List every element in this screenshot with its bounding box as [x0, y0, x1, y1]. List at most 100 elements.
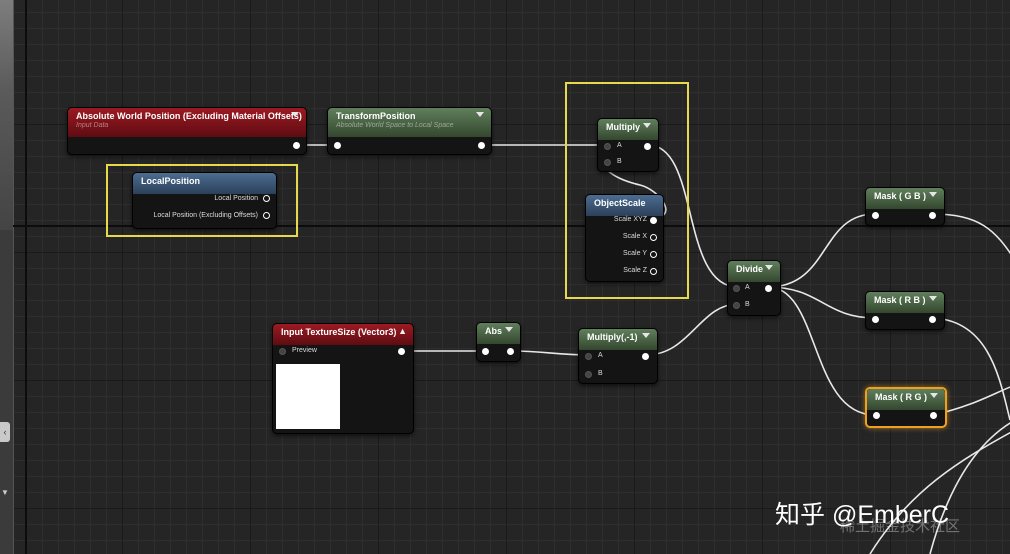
output-pin[interactable] — [293, 142, 300, 149]
panel-blur-area — [0, 0, 13, 230]
input-pin-a[interactable] — [585, 353, 592, 360]
input-pin-b[interactable] — [585, 371, 592, 378]
node-mask-rb[interactable]: Mask ( R B ) — [865, 291, 945, 330]
node-transform-position[interactable]: TransformPosition Absolute World Space t… — [327, 107, 492, 155]
output-pin[interactable] — [478, 142, 485, 149]
node-header: Mask ( R B ) — [866, 292, 944, 313]
left-details-panel: ‹ ▼ — [0, 0, 14, 554]
collapse-arrow-icon[interactable] — [642, 333, 650, 338]
node-header: Multiply(,-1) — [579, 329, 657, 350]
node-title: LocalPosition — [141, 176, 201, 186]
input-pin-b[interactable] — [604, 159, 611, 166]
output-pin[interactable] — [263, 212, 270, 219]
output-pin[interactable] — [929, 212, 936, 219]
panel-collapse-icon[interactable]: ‹ — [0, 422, 10, 442]
output-pin[interactable] — [507, 348, 514, 355]
collapse-arrow-icon[interactable] — [643, 123, 651, 128]
color-preview-swatch — [276, 364, 340, 429]
input-pin-a[interactable] — [733, 285, 740, 292]
collapse-arrow-icon[interactable] — [929, 296, 937, 301]
input-label-a: A — [598, 352, 603, 359]
output-label-local-position-excl: Local Position (Excluding Offsets) — [153, 212, 258, 219]
node-input-texture-size[interactable]: Input TextureSize (Vector3) ▲ Preview — [272, 323, 414, 434]
wire-mask-rb-out — [931, 317, 1010, 421]
wire-divide-to-mask-rb — [767, 286, 876, 319]
comment-frame-local-position[interactable] — [106, 164, 298, 237]
collapse-arrow-icon[interactable] — [476, 112, 484, 117]
wire-offscreen-b — [869, 431, 1010, 554]
input-pin[interactable] — [334, 142, 341, 149]
input-label-b: B — [745, 301, 750, 308]
output-pin[interactable] — [930, 412, 937, 419]
collapse-arrow-icon[interactable] — [929, 192, 937, 197]
wire-multiplyneg-to-divide-b — [645, 303, 739, 356]
watermark: 知乎 @EmberC — [775, 501, 950, 529]
node-divide[interactable]: Divide A B — [727, 260, 781, 316]
collapse-arrow-icon[interactable] — [505, 327, 513, 332]
output-label-scale-y: Scale Y — [623, 250, 647, 257]
node-header: Input TextureSize (Vector3) ▲ — [273, 324, 413, 345]
node-title: Mask ( R G ) — [875, 392, 928, 402]
comment-frame-multiply-scale[interactable] — [565, 82, 689, 299]
output-pin[interactable] — [644, 143, 651, 150]
node-title: Input TextureSize (Vector3) — [281, 327, 397, 337]
output-pin[interactable] — [642, 353, 649, 360]
input-label-a: A — [745, 284, 750, 291]
node-abs[interactable]: Abs — [476, 322, 521, 362]
graph-origin-x-axis — [13, 225, 1010, 227]
node-header: Divide — [728, 261, 780, 282]
output-pin[interactable] — [650, 234, 657, 241]
input-label-b: B — [598, 370, 603, 377]
wire-divide-to-mask-gb — [767, 213, 876, 288]
node-title: ObjectScale — [594, 198, 646, 208]
node-object-scale[interactable]: ObjectScale Scale XYZ Scale X Scale Y Sc… — [585, 194, 664, 282]
input-pin[interactable] — [872, 212, 879, 219]
output-pin[interactable] — [650, 217, 657, 224]
collapse-arrow-icon[interactable] — [930, 393, 938, 398]
input-label-a: A — [617, 142, 622, 149]
input-pin[interactable] — [872, 316, 879, 323]
node-title: Multiply(,-1) — [587, 332, 638, 342]
node-header: TransformPosition Absolute World Space t… — [328, 108, 491, 137]
node-subtitle: Absolute World Space to Local Space — [336, 122, 454, 129]
node-multiply-neg[interactable]: Multiply(,-1) A B — [578, 328, 658, 384]
input-pin-a[interactable] — [604, 143, 611, 150]
wire-divide-to-mask-rg — [767, 286, 876, 416]
output-pin[interactable] — [929, 316, 936, 323]
watermark-subtext: 稀土掘金技术社区 — [840, 518, 961, 535]
output-pin[interactable] — [398, 348, 405, 355]
output-label-scale-xyz: Scale XYZ — [613, 216, 647, 223]
output-pin[interactable] — [650, 268, 657, 275]
node-local-position[interactable]: LocalPosition Local Position Local Posit… — [132, 172, 277, 229]
node-absolute-world-position[interactable]: Absolute World Position (Excluding Mater… — [67, 107, 307, 155]
output-label-scale-x: Scale X — [622, 233, 647, 240]
input-pin-b[interactable] — [733, 302, 740, 309]
preview-toggle-pin[interactable] — [279, 348, 286, 355]
node-mask-gb[interactable]: Mask ( G B ) — [865, 187, 945, 226]
node-title: Abs — [485, 326, 503, 336]
input-pin[interactable] — [873, 412, 880, 419]
output-pin[interactable] — [650, 251, 657, 258]
expand-arrow-icon[interactable]: ▲ — [398, 326, 407, 336]
panel-dropdown-icon[interactable]: ▼ — [1, 488, 9, 497]
output-label-scale-z: Scale Z — [623, 267, 647, 274]
node-title: Mask ( G B ) — [874, 191, 927, 201]
node-mask-rg[interactable]: Mask ( R G ) — [865, 387, 947, 428]
collapse-arrow-icon[interactable] — [765, 265, 773, 270]
preview-label: Preview — [292, 347, 317, 354]
output-pin[interactable] — [765, 285, 772, 292]
wire-offscreen-a — [929, 422, 1010, 554]
graph-origin-y-axis — [25, 0, 27, 554]
output-pin[interactable] — [263, 195, 270, 202]
node-header: ObjectScale — [586, 195, 663, 216]
node-header: Multiply — [598, 119, 658, 140]
node-multiply[interactable]: Multiply A B — [597, 118, 659, 172]
node-header: Absolute World Position (Excluding Mater… — [68, 108, 306, 137]
output-label-local-position: Local Position — [214, 195, 258, 202]
node-subtitle: Input Data — [76, 122, 109, 129]
collapse-arrow-icon[interactable] — [291, 112, 299, 117]
node-title: TransformPosition — [336, 111, 416, 121]
input-pin[interactable] — [482, 348, 489, 355]
